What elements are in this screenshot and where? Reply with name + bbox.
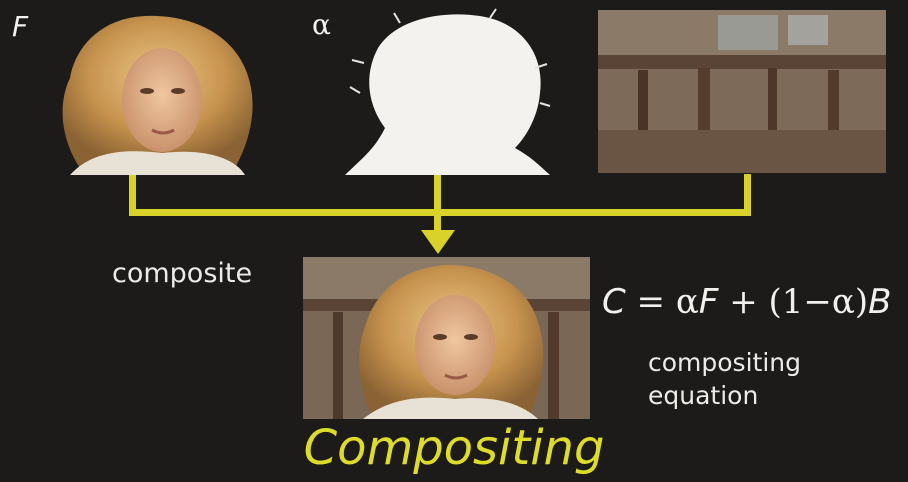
equation-caption: compositing equation (648, 346, 801, 412)
equation-alpha-2: α (831, 282, 855, 322)
arrow-head-icon (421, 230, 455, 254)
alpha-matte-image (340, 8, 552, 175)
equation-F: F (698, 282, 719, 322)
alpha-silhouette-svg (345, 8, 551, 175)
composite-image (303, 257, 590, 419)
composite-scene-svg (303, 257, 590, 419)
equation-minus: − (803, 282, 832, 322)
equation-B: B (868, 282, 892, 322)
foreground-label: F (12, 10, 29, 43)
equation-alpha-1: α (675, 282, 699, 322)
equation-plus: + (1 (718, 282, 804, 322)
compositing-equation: C = αF + (1−α)B (602, 282, 891, 322)
alpha-label: α (312, 8, 331, 41)
foreground-cutout-svg (62, 15, 253, 175)
equation-caption-line1: compositing (648, 348, 801, 377)
connector-right-vertical (744, 174, 751, 215)
connector-center-vertical (434, 175, 441, 235)
composite-label: composite (112, 258, 253, 289)
background-image (598, 10, 886, 173)
background-scene-svg (598, 10, 886, 173)
connector-left-vertical (129, 175, 136, 215)
equation-lhs: C (602, 282, 626, 322)
equation-close: ) (854, 282, 869, 322)
foreground-image (40, 8, 265, 175)
slide-title: Compositing (303, 420, 605, 476)
equation-equals: = (625, 282, 676, 322)
equation-caption-line2: equation (648, 381, 759, 410)
